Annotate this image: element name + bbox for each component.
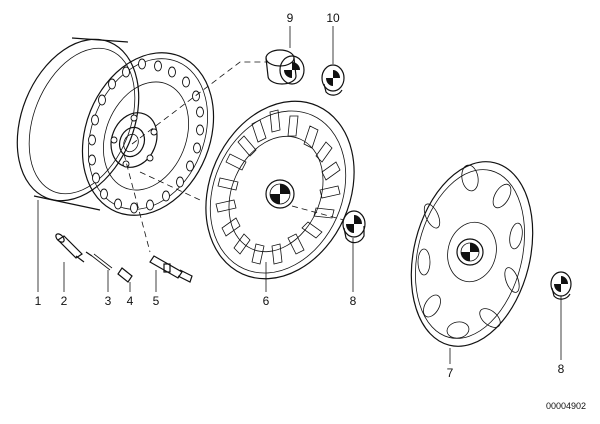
steel-wheel-drawing [16,37,215,216]
valve-stem-drawing [55,233,85,263]
callout-6: 6 [263,294,270,308]
callout-2: 2 [61,294,68,308]
callout-9: 9 [287,11,294,25]
wheel-vent-holes [88,58,204,214]
callout-3: 3 [105,294,112,308]
wheel-cover-7-drawing [410,161,534,347]
emblem-10-drawing [321,64,345,96]
center-cap-9-drawing [265,49,305,85]
callout-7: 7 [447,366,454,380]
emblem-8-upper-drawing [342,210,366,244]
callout-5: 5 [153,294,160,308]
assembly-dash-lines [123,61,345,253]
callout-labels: 1 2 3 4 5 6 8 9 10 7 8 [35,11,565,380]
callout-1: 1 [35,294,42,308]
valve-cap-drawing [117,267,133,283]
valve-insert-drawing [85,251,113,271]
leader-lines [37,26,562,364]
emblem-8-lower-drawing [550,271,572,300]
wheel-cover-6-drawing [205,100,355,280]
callout-8-lower: 8 [558,362,565,376]
callout-8-upper: 8 [350,294,357,308]
callout-4: 4 [127,294,134,308]
callout-10: 10 [326,11,340,25]
wheel-bolt-drawing [149,255,193,283]
reference-number: 00004902 [546,401,586,411]
